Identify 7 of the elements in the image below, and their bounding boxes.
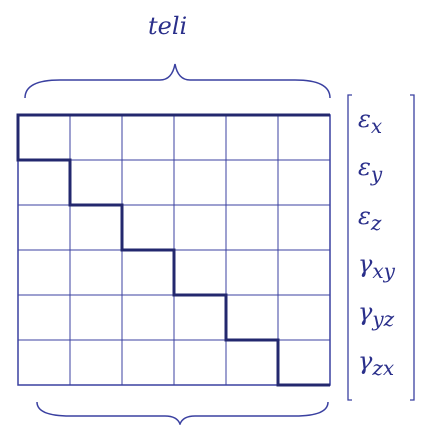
brace-label: teli — [148, 12, 188, 40]
vector-entry: γ$_{yz}$ — [358, 298, 394, 334]
vector-entry: ε$_{z}$ — [358, 202, 382, 236]
vector-entry: γ$_{xy}$ — [358, 250, 395, 285]
vector-entry: γ$_{zx}$ — [358, 346, 394, 382]
vector-entry: ε$_{x}$ — [358, 105, 382, 140]
vector-entry: ε$_{y}$ — [358, 153, 382, 188]
